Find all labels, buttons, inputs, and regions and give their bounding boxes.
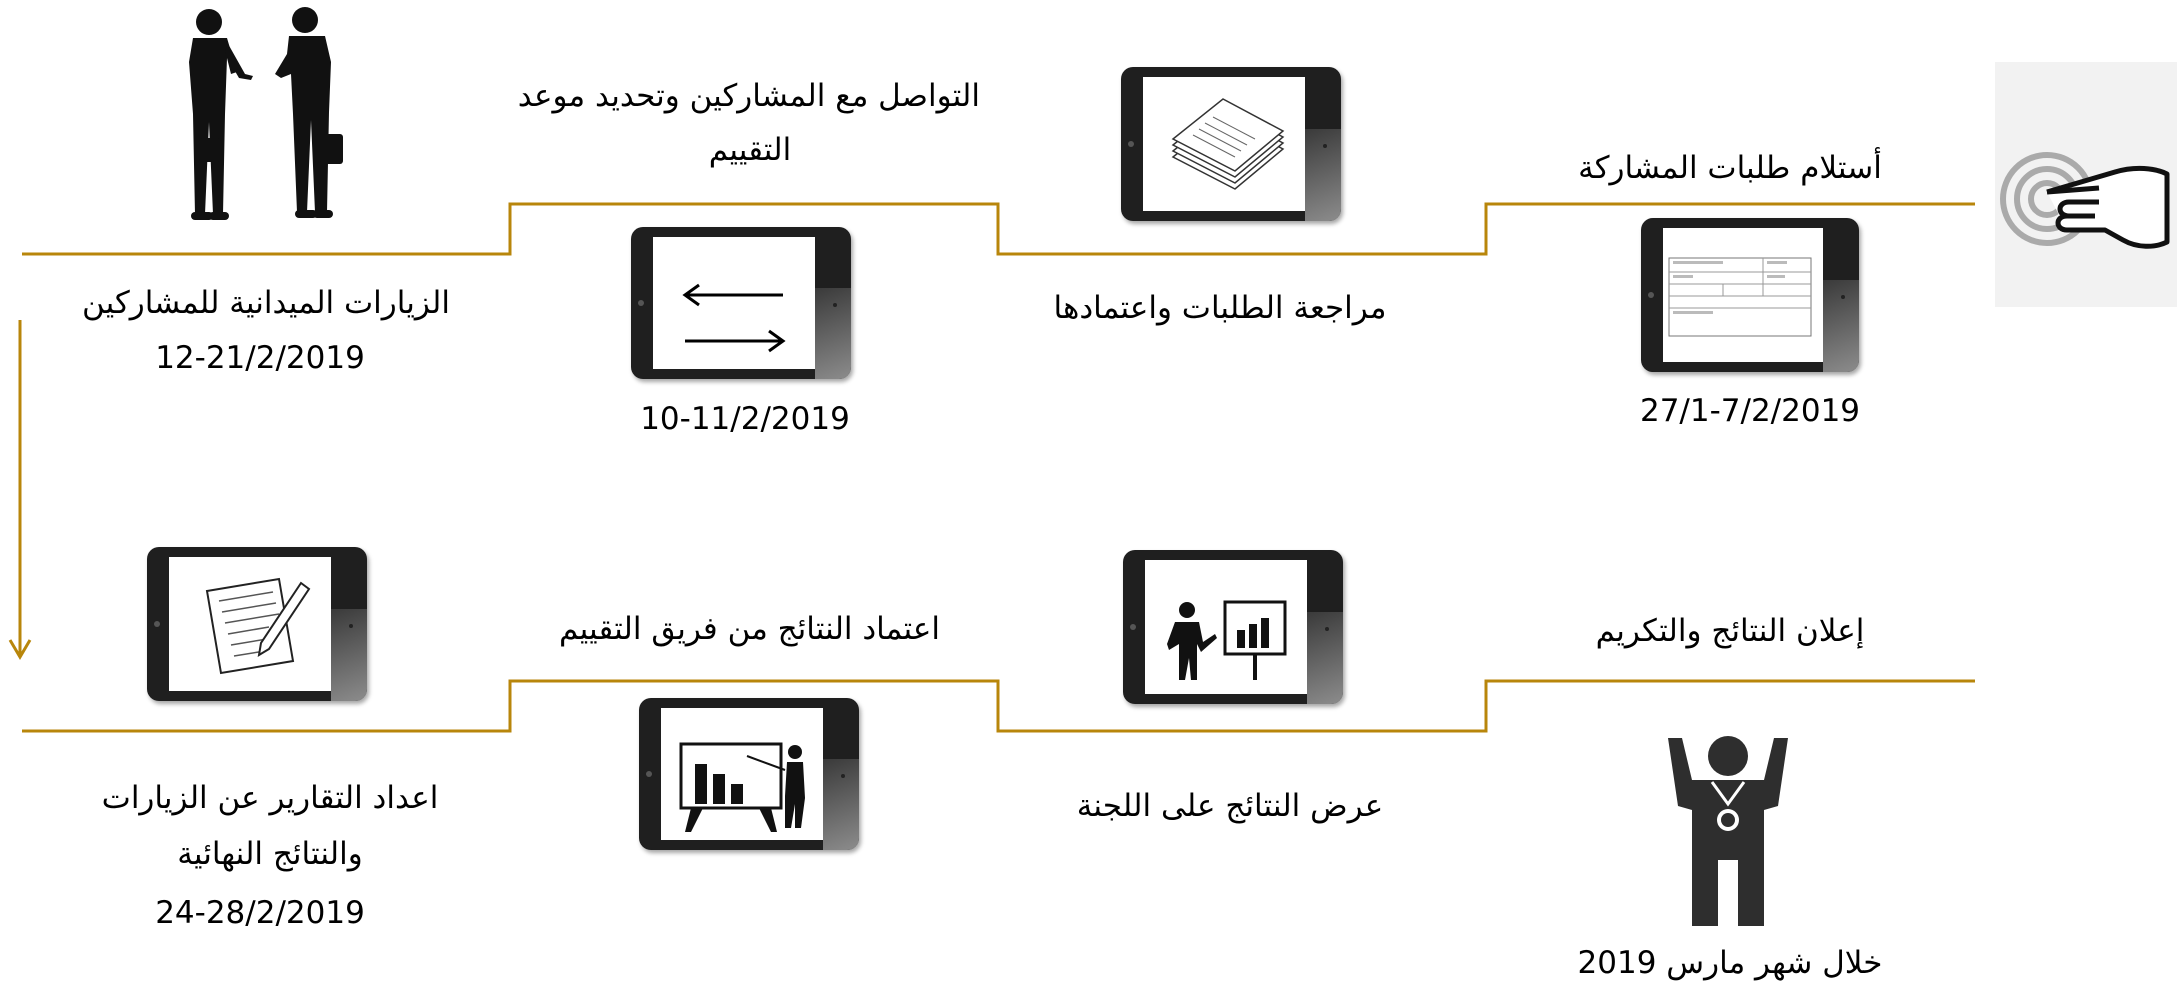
businessmen-icon <box>189 7 343 220</box>
document-pen-tablet-icon <box>147 547 367 701</box>
down-arrow <box>8 320 32 660</box>
step-prepare-reports-title-1: اعداد التقارير عن الزيارات <box>101 780 439 816</box>
presentation-tablet-icon <box>639 698 859 850</box>
step-present-results-title: عرض النتائج على اللجنة <box>1076 788 1384 824</box>
step-receive-applications-title: أستلام طلبات المشاركة <box>1578 150 1882 186</box>
form-tablet-icon <box>1641 218 1859 372</box>
arrows-tablet-icon <box>631 227 851 379</box>
pointing-hand-icon <box>2000 152 2170 249</box>
step-contact-participants-title-1: التواصل مع المشاركين وتحديد موعد <box>517 78 980 114</box>
step-announce-results-date: خلال شهر مارس 2019 <box>1577 945 1883 981</box>
step-prepare-reports-title-2: والنتائج النهائية <box>177 836 363 872</box>
timeline-row-1 <box>22 202 1975 256</box>
step-receive-applications-date: 27/1-7/2/2019 <box>1639 393 1861 429</box>
start-panel <box>1995 62 2177 307</box>
step-contact-participants-date: 10-11/2/2019 <box>640 401 850 437</box>
step-contact-participants-title-2: التقييم <box>708 132 792 168</box>
step-announce-results-title: إعلان النتائج والتكريم <box>1595 613 1865 649</box>
presenter-tablet-icon <box>1123 550 1343 704</box>
step-field-visits-title: الزيارات الميدانية للمشاركين <box>82 285 450 321</box>
papers-tablet-icon <box>1121 67 1341 221</box>
timeline-row-2 <box>22 679 1975 733</box>
step-field-visits-date: 12-21/2/2019 <box>155 340 365 376</box>
step-approve-results-title: اعتماد النتائج من فريق التقييم <box>559 611 940 647</box>
winner-medal-icon <box>1668 736 1788 926</box>
step-review-applications-title: مراجعة الطلبات واعتمادها <box>1053 290 1387 326</box>
step-prepare-reports-date: 24-28/2/2019 <box>155 895 365 931</box>
